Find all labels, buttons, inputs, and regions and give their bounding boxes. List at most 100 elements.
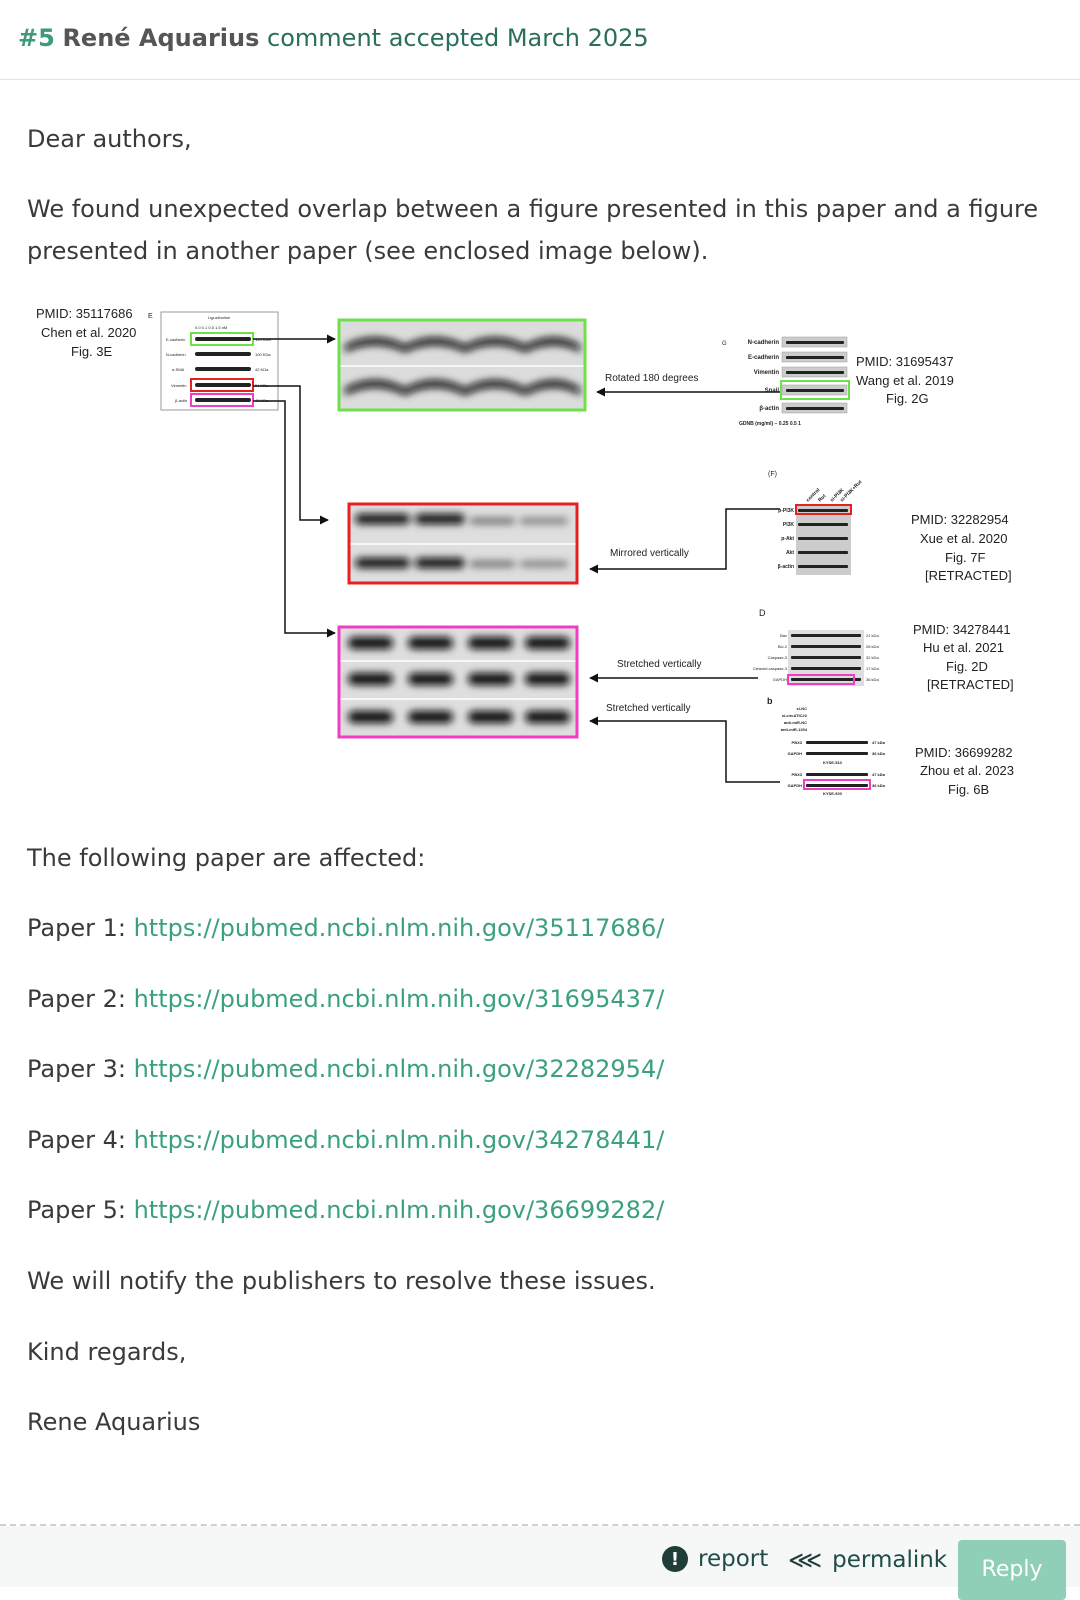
exclamation-icon: !	[662, 1546, 688, 1572]
hu-authors: Hu et al. 2021	[923, 640, 1004, 655]
hu-pmid: PMID: 34278441	[913, 622, 1011, 637]
source-kda: 42 KDa	[255, 367, 269, 372]
zhou-cond-label: anti-miR-1294	[781, 727, 808, 732]
source-doses: 0.0 0.1 0.5 1.5 nM	[195, 325, 227, 330]
zhou-cell-line: KYSE-520	[823, 791, 843, 796]
paper-line-3: Paper 3: https://pubmed.ncbi.nlm.nih.gov…	[27, 1048, 664, 1090]
xue-row-label: PI3K	[783, 522, 795, 528]
zhou-kda: 47 kDa	[872, 740, 886, 745]
xue-note: [RETRACTED]	[925, 568, 1012, 583]
share-icon: ⋘	[788, 1546, 823, 1574]
xue-row-label: p-PI3K	[778, 508, 794, 514]
zoom-magenta-panel	[337, 625, 579, 739]
source-kda: 100 KDa	[255, 352, 271, 357]
paper-link-4[interactable]: https://pubmed.ncbi.nlm.nih.gov/34278441…	[133, 1126, 665, 1154]
arrow-from-zhou	[589, 716, 780, 783]
paper-link-3[interactable]: https://pubmed.ncbi.nlm.nih.gov/32282954…	[133, 1055, 665, 1083]
wang-highlight-green	[780, 380, 850, 400]
paper-link-2[interactable]: https://pubmed.ncbi.nlm.nih.gov/31695437…	[133, 985, 665, 1013]
wang-blot: G N-cadherin E-cadherin Vimentin Snail β…	[722, 336, 954, 427]
hu-note: [RETRACTED]	[927, 677, 1014, 692]
hu-kda: 26 kDa	[866, 644, 879, 649]
report-label: report	[698, 1546, 769, 1572]
source-fig: Fig. 3E	[71, 344, 113, 359]
zhou-fig: Fig. 6B	[948, 782, 989, 797]
hu-kda: 36 kDa	[866, 677, 879, 682]
hu-row-label: Caspase-3	[768, 655, 788, 660]
zhou-highlight-magenta	[803, 779, 871, 790]
hu-blot: D Bax Bcl-2 Caspase-3 Cleaved caspase-3 …	[753, 608, 1014, 692]
xue-fig: Fig. 7F	[945, 550, 986, 565]
wang-fig: Fig. 2G	[886, 391, 929, 406]
paper-line-5: Paper 5: https://pubmed.ncbi.nlm.nih.gov…	[27, 1189, 664, 1231]
zhou-pmid: PMID: 36699282	[915, 745, 1013, 760]
wang-row-label: β-actin	[759, 406, 779, 412]
arrow-from-xue	[589, 508, 780, 574]
zhou-row-label: GAPDH	[788, 783, 803, 788]
zhou-row-label: GAPDH	[788, 751, 803, 756]
zhou-panel-letter: b	[767, 696, 773, 706]
wang-panel-letter: G	[722, 341, 727, 347]
arrow-label-mirrored: Mirrored vertically	[610, 548, 689, 559]
regards-text: Kind regards,	[27, 1338, 187, 1366]
xue-pmid: PMID: 32282954	[911, 512, 1009, 527]
connector-magenta	[253, 400, 336, 638]
zhou-cell-line: KYSE-510	[823, 760, 843, 765]
report-button[interactable]: ! report	[662, 1546, 768, 1572]
paper-line-4: Paper 4: https://pubmed.ncbi.nlm.nih.gov…	[27, 1119, 664, 1161]
hu-kda: 17 kDa	[866, 666, 879, 671]
paper-label: Paper 5:	[27, 1196, 134, 1224]
paper-link-1[interactable]: https://pubmed.ncbi.nlm.nih.gov/35117686…	[133, 914, 665, 942]
xue-panel-letter: (F)	[768, 471, 777, 478]
paper-link-5[interactable]: https://pubmed.ncbi.nlm.nih.gov/36699282…	[133, 1196, 665, 1224]
hu-row-label: Cleaved caspase-3	[753, 666, 788, 671]
connector-red	[253, 385, 329, 525]
hu-row-label: Bcl-2	[778, 644, 788, 649]
source-highlight-red	[190, 378, 254, 392]
notify-text: We will notify the publishers to resolve…	[27, 1267, 656, 1295]
source-pmid: PMID: 35117686	[36, 306, 133, 321]
hu-highlight-magenta	[787, 674, 855, 685]
zhou-row-label: PBX3	[792, 772, 803, 777]
source-lanes-label: Liguztinoline	[208, 315, 231, 320]
xue-authors: Xue et al. 2020	[920, 531, 1007, 546]
wang-axis: GDNB (mg/ml) – 0.25 0.5 1	[739, 421, 801, 427]
source-row-label: E-cadherin	[166, 337, 185, 342]
wang-pmid: PMID: 31695437	[856, 354, 954, 369]
comment-header: #5 René Aquarius comment accepted March …	[0, 0, 1080, 80]
comment-author[interactable]: René Aquarius	[62, 24, 260, 52]
source-row-label: N-cadherin	[166, 352, 186, 357]
comment-footer: ! report ⋘ permalink Reply	[0, 1526, 1080, 1600]
zoom-green-panel	[337, 318, 587, 412]
permalink-label: permalink	[832, 1547, 948, 1573]
affected-heading: The following paper are affected:	[27, 844, 426, 872]
zhou-cond-label: anti-miR-NC	[784, 720, 807, 725]
wang-row-label: Vimentin	[754, 370, 780, 376]
hu-panel-letter: D	[759, 608, 766, 618]
hu-fig: Fig. 2D	[946, 659, 988, 674]
hu-kda: 32 kDa	[866, 655, 879, 660]
xue-lane-label: Rut	[817, 493, 827, 503]
zhou-authors: Zhou et al. 2023	[920, 763, 1014, 778]
intro-line-1: We found unexpected overlap between a fi…	[27, 195, 1039, 223]
comment-status: comment accepted March 2025	[267, 24, 649, 52]
paper-label: Paper 1:	[27, 914, 134, 942]
reply-button[interactable]: Reply	[958, 1540, 1066, 1600]
paper-line-2: Paper 2: https://pubmed.ncbi.nlm.nih.gov…	[27, 978, 664, 1020]
source-highlight-magenta	[190, 393, 254, 407]
comment-number[interactable]: #5	[18, 24, 55, 52]
wang-row-label: Snail	[765, 388, 780, 394]
hu-row-label: GAPDH	[773, 677, 787, 682]
intro-line-2: presented in another paper (see enclosed…	[27, 237, 709, 265]
greeting: Dear authors,	[27, 125, 192, 153]
xue-blot: (F) control Rut si-PI3K si-PI3K+Rut p-PI…	[768, 471, 1012, 583]
paper-line-1: Paper 1: https://pubmed.ncbi.nlm.nih.gov…	[27, 907, 664, 949]
source-panel-letter: E	[148, 313, 153, 320]
source-row-label: Vimentin	[171, 383, 187, 388]
signature: Rene Aquarius	[27, 1408, 201, 1436]
paper-label: Paper 3:	[27, 1055, 134, 1083]
hu-kda: 21 kDa	[866, 633, 879, 638]
xue-row-label: p-Akt	[781, 536, 794, 542]
permalink-button[interactable]: ⋘ permalink	[788, 1546, 947, 1574]
zhou-kda: 36 kDa	[872, 783, 886, 788]
